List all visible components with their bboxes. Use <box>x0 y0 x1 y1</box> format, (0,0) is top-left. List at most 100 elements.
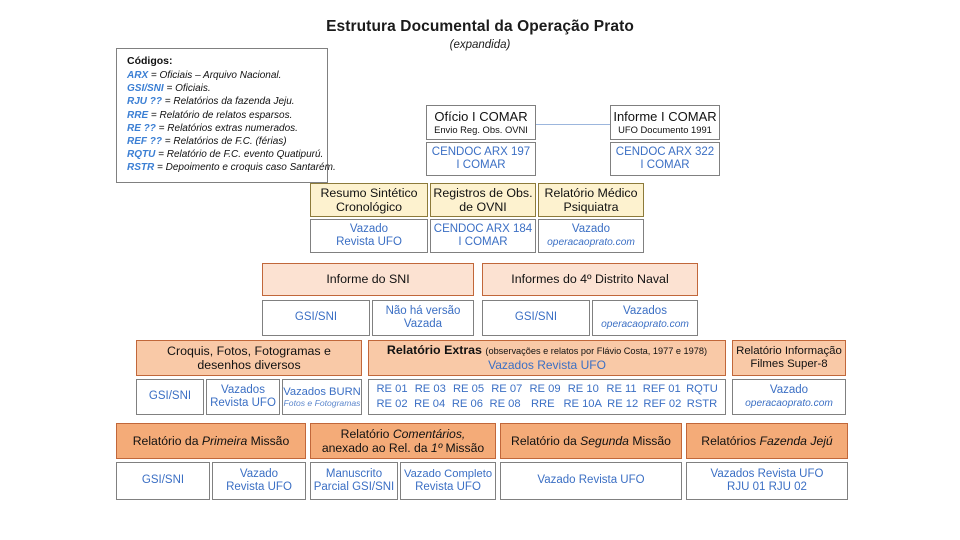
node-line2: Cronológico <box>335 200 403 214</box>
node-relatorio-informacao-filmes[interactable]: Relatório Informação Filmes Super-8 <box>732 340 846 376</box>
node-line1: Croquis, Fotos, Fotogramas e <box>167 343 331 358</box>
leaf-line2: I COMAR <box>640 159 690 171</box>
leaf-medico-vazado[interactable]: Vazado operacaoprato.com <box>538 219 644 253</box>
leaf-line2: Parcial GSI/SNI <box>313 481 395 493</box>
legend-panel: Códigos: ARX = Oficiais – Arquivo Nacion… <box>116 48 336 183</box>
node-informe-do-sni[interactable]: Informe do SNI <box>262 263 474 296</box>
leaf-fazenda-vazados[interactable]: Vazados Revista UFO RJU 01 RJU 02 <box>686 462 848 500</box>
leaf-line1: Vazados BURN <box>283 385 361 398</box>
leaf-line2: Vazada <box>403 318 443 330</box>
node-line1: Relatório Comentários, <box>341 427 466 441</box>
legend-text: = Oficiais – Arquivo Nacional. <box>150 70 282 81</box>
leaf-segunda-vazado[interactable]: Vazado Revista UFO <box>500 462 682 500</box>
legend-text: = Oficiais. <box>166 83 211 95</box>
node-label-em: Primeira <box>201 433 248 448</box>
node-line2-post: Missão <box>442 441 485 455</box>
leaf-line1: GSI/SNI <box>141 474 185 487</box>
node-label: Relatório da Segunda Missão <box>511 434 671 448</box>
title-block: Estrutura Documental da Operação Prato (… <box>0 18 960 51</box>
leaf-comentarios-manuscrito[interactable]: Manuscrito Parcial GSI/SNI <box>310 462 398 500</box>
legend-code: RQTU <box>127 149 156 161</box>
leaf-primeira-vazado[interactable]: Vazado Revista UFO <box>212 462 306 500</box>
node-line2: Psiquiatra <box>563 200 619 214</box>
leaf-line1: GSI/SNI <box>294 311 338 324</box>
leaf-primeira-gsi[interactable]: GSI/SNI <box>116 462 210 500</box>
codes-row-top: RE 01 RE 03 RE 05 RE 07 RE 09 RE 10 RE 1… <box>375 382 719 397</box>
node-label: Informes do 4º Distrito Naval <box>511 272 669 287</box>
node-relatorio-extras[interactable]: Relatório Extras (observações e relatos … <box>368 340 726 376</box>
leaf-line2: Fotos e Fotogramas <box>283 397 361 408</box>
node-informe-i-comar[interactable]: Informe I COMAR UFO Documento 1991 <box>610 105 720 140</box>
node-line1: Relatório Médico <box>544 185 638 200</box>
leaf-cendoc-arx-184[interactable]: CENDOC ARX 184 I COMAR <box>430 219 536 253</box>
legend-item: RJU ?? = Relatórios da fazenda Jeju. <box>127 95 319 108</box>
leaf-sni-gsi[interactable]: GSI/SNI <box>262 300 370 336</box>
legend-code: RJU ?? <box>127 96 162 108</box>
node-registros-obs-ovni[interactable]: Registros de Obs. de OVNI <box>430 183 536 217</box>
node-title: Ofício I COMAR <box>434 109 528 124</box>
leaf-line2: I COMAR <box>456 159 506 171</box>
node-relatorios-fazenda-jeju[interactable]: Relatórios Fazenda Jejú <box>686 423 848 459</box>
leaf-cendoc-arx-197[interactable]: CENDOC ARX 197 I COMAR <box>426 142 536 176</box>
node-relatorio-medico-psiquiatra[interactable]: Relatório Médico Psiquiatra <box>538 183 644 217</box>
node-informes-4-distrito-naval[interactable]: Informes do 4º Distrito Naval <box>482 263 698 296</box>
leaf-sni-nao-ha-versao-vazada[interactable]: Não há versão Vazada <box>372 300 474 336</box>
node-line1-em: Comentários, <box>392 426 466 441</box>
node-relatorio-comentarios[interactable]: Relatório Comentários, anexado ao Rel. d… <box>310 423 496 459</box>
leaf-croquis-burn[interactable]: Vazados BURN Fotos e Fotogramas <box>282 379 362 415</box>
leaf-line1: Vazados <box>623 305 667 318</box>
node-resumo-sintetico[interactable]: Resumo Sintético Cronológico <box>310 183 428 217</box>
legend-text: = Relatório de relatos esparsos. <box>150 109 293 121</box>
legend-item: GSI/SNI = Oficiais. <box>127 82 319 95</box>
node-label-pre: Relatório da <box>132 433 202 448</box>
node-title: Informe I COMAR <box>613 109 717 124</box>
leaf-croquis-vazados[interactable]: Vazados Revista UFO <box>206 379 280 415</box>
node-relatorio-segunda-missao[interactable]: Relatório da Segunda Missão <box>500 423 682 459</box>
leaf-resumo-vazado[interactable]: Vazado Revista UFO <box>310 219 428 253</box>
code-cell: REF 01 <box>642 383 681 395</box>
node-oficio-i-comar[interactable]: Ofício I COMAR Envio Reg. Obs. OVNI <box>426 105 536 140</box>
codes-grid[interactable]: RE 01 RE 03 RE 05 RE 07 RE 09 RE 10 RE 1… <box>368 379 726 415</box>
leaf-croquis-gsi[interactable]: GSI/SNI <box>136 379 204 415</box>
leaf-line2: operacaoprato.com <box>745 397 833 409</box>
legend-code: RRE <box>127 109 149 121</box>
legend-item: ARX = Oficiais – Arquivo Nacional. <box>127 69 319 82</box>
code-cell: RE 10 <box>567 383 599 395</box>
node-line2: anexado ao Rel. da 1º Missão <box>322 441 484 455</box>
leaf-comentarios-vazado-completo[interactable]: Vazado Completo Revista UFO <box>400 462 496 500</box>
leaf-filmes-vazado[interactable]: Vazado operacaoprato.com <box>732 379 846 415</box>
node-label: Relatório da Primeira Missão <box>133 434 289 448</box>
node-line2: Filmes Super-8 <box>750 358 828 370</box>
leaf-line1: Vazado <box>239 467 279 480</box>
code-cell: RSTR <box>686 398 718 410</box>
node-relatorio-primeira-missao[interactable]: Relatório da Primeira Missão <box>116 423 306 459</box>
leaf-cendoc-arx-322[interactable]: CENDOC ARX 322 I COMAR <box>610 142 720 176</box>
page-subtitle: (expandida) <box>449 39 511 51</box>
codes-row-bottom: RE 02 RE 04 RE 06 RE 08 RRE RE 10A RE 12… <box>375 397 719 412</box>
code-cell: RE 07 <box>491 383 523 395</box>
node-subtitle: Envio Reg. Obs. OVNI <box>434 124 528 136</box>
leaf-line2: Revista UFO <box>226 481 292 493</box>
leaf-4dn-gsi[interactable]: GSI/SNI <box>482 300 590 336</box>
node-sub: Vazados Revista UFO <box>488 357 606 372</box>
leaf-line1: Vazados Revista UFO <box>710 467 824 480</box>
code-cell: RE 06 <box>451 398 483 410</box>
legend-code: RSTR <box>127 162 155 174</box>
node-label: Relatórios Fazenda Jejú <box>701 434 832 448</box>
legend-text: = Depoimento e croquis caso Santarém. <box>157 162 336 174</box>
node-line2: de OVNI <box>459 200 507 214</box>
legend-code: RE ?? <box>127 122 156 134</box>
node-label-pre: Relatório da <box>511 433 581 448</box>
node-line1: Registros de Obs. <box>433 185 533 200</box>
leaf-line2: RJU 01 RJU 02 <box>727 481 807 493</box>
leaf-4dn-vazados[interactable]: Vazados operacaoprato.com <box>592 300 698 336</box>
code-cell: RE 11 <box>606 383 637 395</box>
connector-line <box>536 124 610 125</box>
legend-item: REF ?? = Relatórios de F.C. (férias) <box>127 135 319 148</box>
leaf-line2: Revista UFO <box>336 236 402 248</box>
code-cell: RQTU <box>686 383 718 395</box>
leaf-line1: CENDOC ARX 184 <box>433 222 533 235</box>
legend-text: = Relatórios da fazenda Jeju. <box>164 96 295 108</box>
leaf-line1: Vazado <box>349 222 389 235</box>
node-croquis-fotos-fotogramas[interactable]: Croquis, Fotos, Fotogramas e desenhos di… <box>136 340 362 376</box>
